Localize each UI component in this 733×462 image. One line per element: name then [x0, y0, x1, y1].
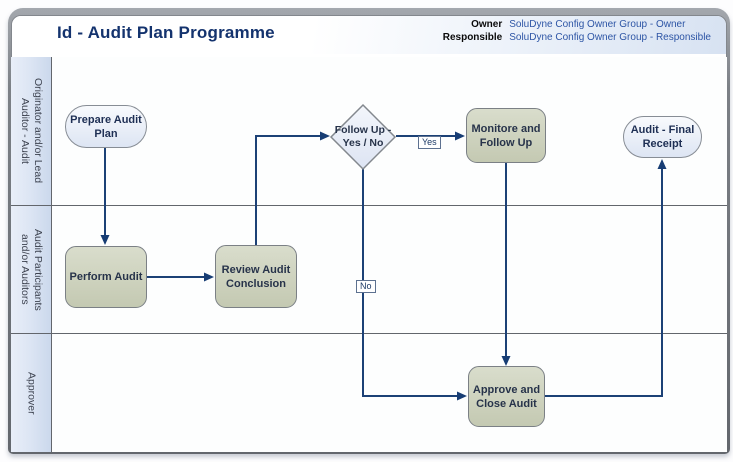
node-approve-and-close-audit[interactable]: Approve and Close Audit	[468, 366, 545, 427]
gateway-label: Follow Up - Yes / No	[334, 124, 392, 149]
lane-body-approver	[52, 334, 727, 452]
node-audit-final-receipt[interactable]: Audit - Final Receipt	[623, 116, 702, 158]
owner-label: Owner	[471, 19, 503, 30]
lane-label-originator: Originator and/or Lead Auditor - Audit	[11, 57, 52, 206]
owner-block: Owner SoluDyne Config Owner Group - Owne…	[443, 19, 711, 44]
node-monitore-and-follow-up[interactable]: Monitore and Follow Up	[466, 108, 546, 163]
responsible-value: SoluDyne Config Owner Group - Responsibl…	[509, 32, 711, 43]
page-title: Id - Audit Plan Programme	[57, 23, 275, 42]
node-review-audit-conclusion[interactable]: Review Audit Conclusion	[215, 245, 297, 308]
lane-label-approver: Approver	[11, 334, 52, 452]
node-perform-audit[interactable]: Perform Audit	[65, 246, 147, 308]
responsible-label: Responsible	[442, 32, 503, 43]
edge-label-yes: Yes	[418, 136, 441, 149]
diagram-header: Id - Audit Plan Programme Owner SoluDyne…	[12, 16, 726, 54]
node-follow-up-gateway[interactable]: Follow Up - Yes / No	[328, 102, 398, 172]
node-prepare-audit-plan[interactable]: Prepare Audit Plan	[65, 105, 147, 148]
edge-label-no: No	[356, 280, 376, 293]
lane-label-participants: Audit Participants and/or Auditors	[11, 206, 52, 334]
owner-value: SoluDyne Config Owner Group - Owner	[509, 19, 686, 30]
lane-body-participants	[52, 206, 727, 334]
